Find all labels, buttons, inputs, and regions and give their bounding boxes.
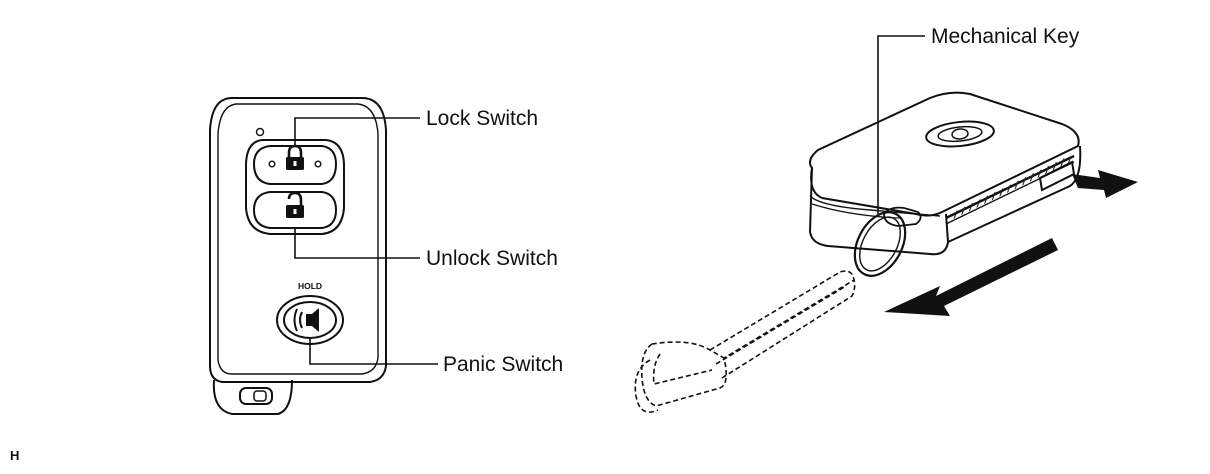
key-ring-inner [859,216,901,272]
lock-switch-leader [294,117,420,146]
logo-emblem-inner [937,125,983,143]
mechanical-key-leader [877,35,925,214]
indicator-led [255,127,265,137]
fob-key-tab [212,379,293,415]
push-arrow [1072,170,1138,198]
key-ring-outer [853,211,907,277]
lock-closed-icon [286,144,304,170]
key-blade-bottom [721,279,856,379]
key-blade-groove [715,285,847,365]
corner-mark: H [10,448,20,463]
fob-front-seam [809,195,941,217]
lock-button-dot-right [314,160,322,168]
lock-switch-label: Lock Switch [426,107,539,130]
fob-side-face [947,145,1082,243]
fob-key-slot-inner [253,390,267,402]
unlock-button-outline [252,191,338,229]
fob-body-inner-edge [217,103,379,375]
key-bow-dashed [634,359,659,413]
lock-button-outline [252,145,338,185]
panic-switch-label: Panic Switch [443,353,564,376]
direction-arrows [884,170,1138,316]
unlock-switch-label: Unlock Switch [426,247,558,270]
lock-open-icon [286,191,304,218]
mechanical-key-dashed [634,270,856,413]
hold-label: HOLD [298,281,322,291]
mechanical-key-label: Mechanical Key [931,25,1080,48]
key-head-stub [883,206,922,227]
fob-side-hatch [950,156,1072,220]
fob-release-button [1038,160,1076,192]
key-head-dashed [640,341,728,407]
panic-switch-leader [309,338,438,365]
lock-button-dot-left [268,160,276,168]
logo-emblem-outer [925,120,995,148]
unlock-switch-leader [294,228,420,259]
button-group-bezel [245,139,345,235]
logo-emblem-core [951,128,969,140]
key-head-inner-dashed [652,353,713,385]
fob-front-face [808,167,950,256]
panic-sound-icon [293,308,319,332]
pull-arrow [884,238,1058,316]
key-blade-top [709,270,855,359]
fob-key-slot [239,387,273,405]
key-fob-perspective [808,91,1082,277]
fob-top-surface [809,91,1080,217]
fob-body-outline [209,97,387,383]
left-leader-lines [294,117,438,365]
